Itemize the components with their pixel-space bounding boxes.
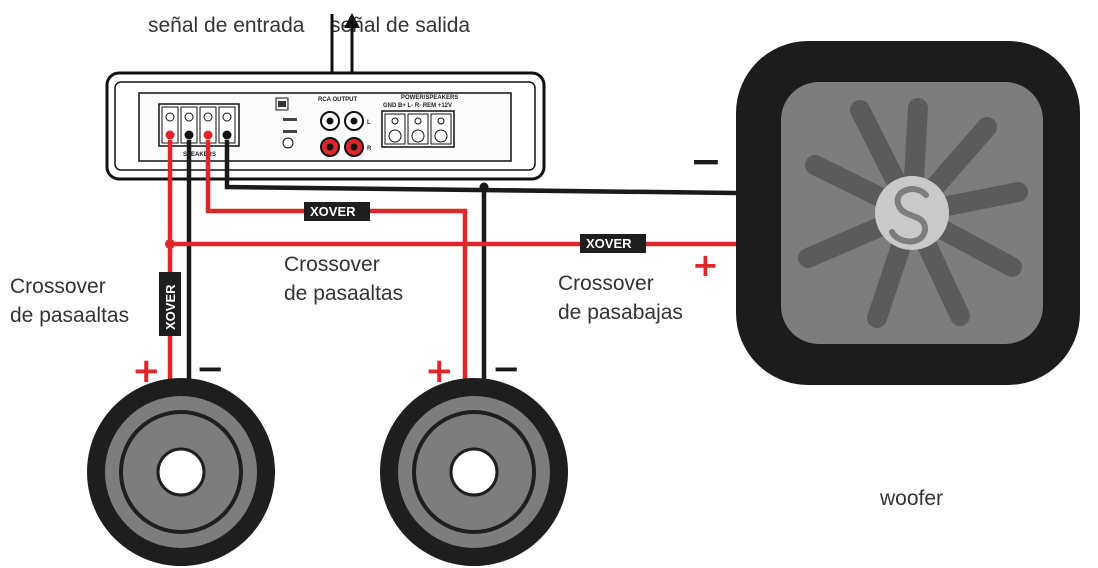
negative-wires: [186, 140, 737, 380]
channel-l-label: L: [367, 120, 371, 126]
signal-output-label: señal de salida: [330, 14, 470, 37]
woofer-box: [736, 41, 1080, 385]
svg-text:XOVER: XOVER: [586, 236, 632, 251]
speakers-tiny-label: SPEAKERS: [183, 152, 216, 158]
xover-badge-lowpass: XOVER: [580, 234, 646, 253]
signal-input-label: señal de entrada: [148, 14, 305, 37]
hp-left-label-2: de pasaaltas: [10, 304, 129, 327]
speaker-terminal-block: SPEAKERS: [158, 103, 240, 158]
middle-speaker: [380, 378, 568, 566]
hp-mid-label-2: de pasaaltas: [284, 282, 403, 305]
minus-sign-woofer: −: [690, 139, 722, 183]
lp-label-1: Crossover: [558, 272, 654, 295]
xover-badge-mid: XOVER: [304, 202, 370, 221]
hp-mid-label-1: Crossover: [284, 253, 380, 276]
lp-label-2: de pasabajas: [558, 301, 683, 324]
xover-badge-left: XOVER: [159, 272, 181, 336]
svg-text:XOVER: XOVER: [163, 284, 178, 330]
level-knob: [282, 137, 294, 149]
woofer-label: woofer: [879, 487, 943, 510]
hp-left-label-1: Crossover: [10, 275, 106, 298]
power-terminal-label: GND B+ L- R- REM +12V: [383, 103, 452, 109]
power-label: POWER/SPEAKERS: [401, 95, 458, 101]
svg-text:XOVER: XOVER: [310, 204, 356, 219]
plus-sign-woofer: +: [692, 246, 719, 284]
left-speaker: [87, 378, 275, 566]
channel-r-label: R: [367, 146, 372, 152]
amplifier: SPEAKERS RCA OUTPUT L R POWER/SPEAKERS G…: [105, 71, 546, 181]
rca-output-label: RCA OUTPUT: [318, 97, 357, 103]
power-terminal-block: [381, 110, 455, 148]
